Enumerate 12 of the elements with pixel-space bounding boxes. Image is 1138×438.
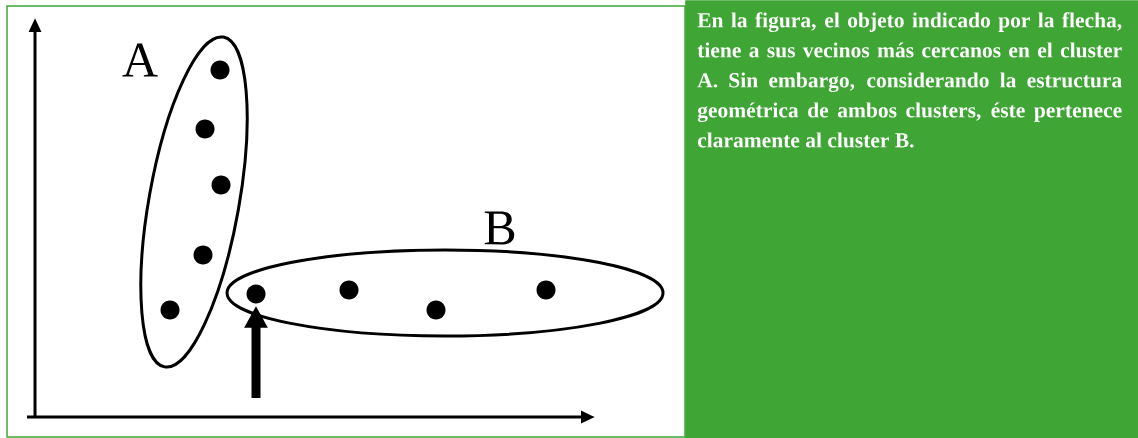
cluster-label: A xyxy=(122,43,158,77)
data-point xyxy=(160,300,180,320)
data-point xyxy=(536,280,556,300)
data-point xyxy=(339,280,359,300)
cluster-label: B xyxy=(484,211,515,245)
data-point xyxy=(246,284,266,304)
data-point xyxy=(211,175,231,195)
text-panel: En la figura, el objeto indicado por la flecha, tiene a sus vecinos más cercanos en el cluster A. Sin embargo, considerando la estructura geométrica de ambos clusters, éste pertenece claramente al cluster B. xyxy=(685,0,1138,438)
data-point xyxy=(210,60,230,80)
data-point xyxy=(193,245,213,265)
data-point xyxy=(195,119,215,139)
data-point xyxy=(426,300,446,320)
